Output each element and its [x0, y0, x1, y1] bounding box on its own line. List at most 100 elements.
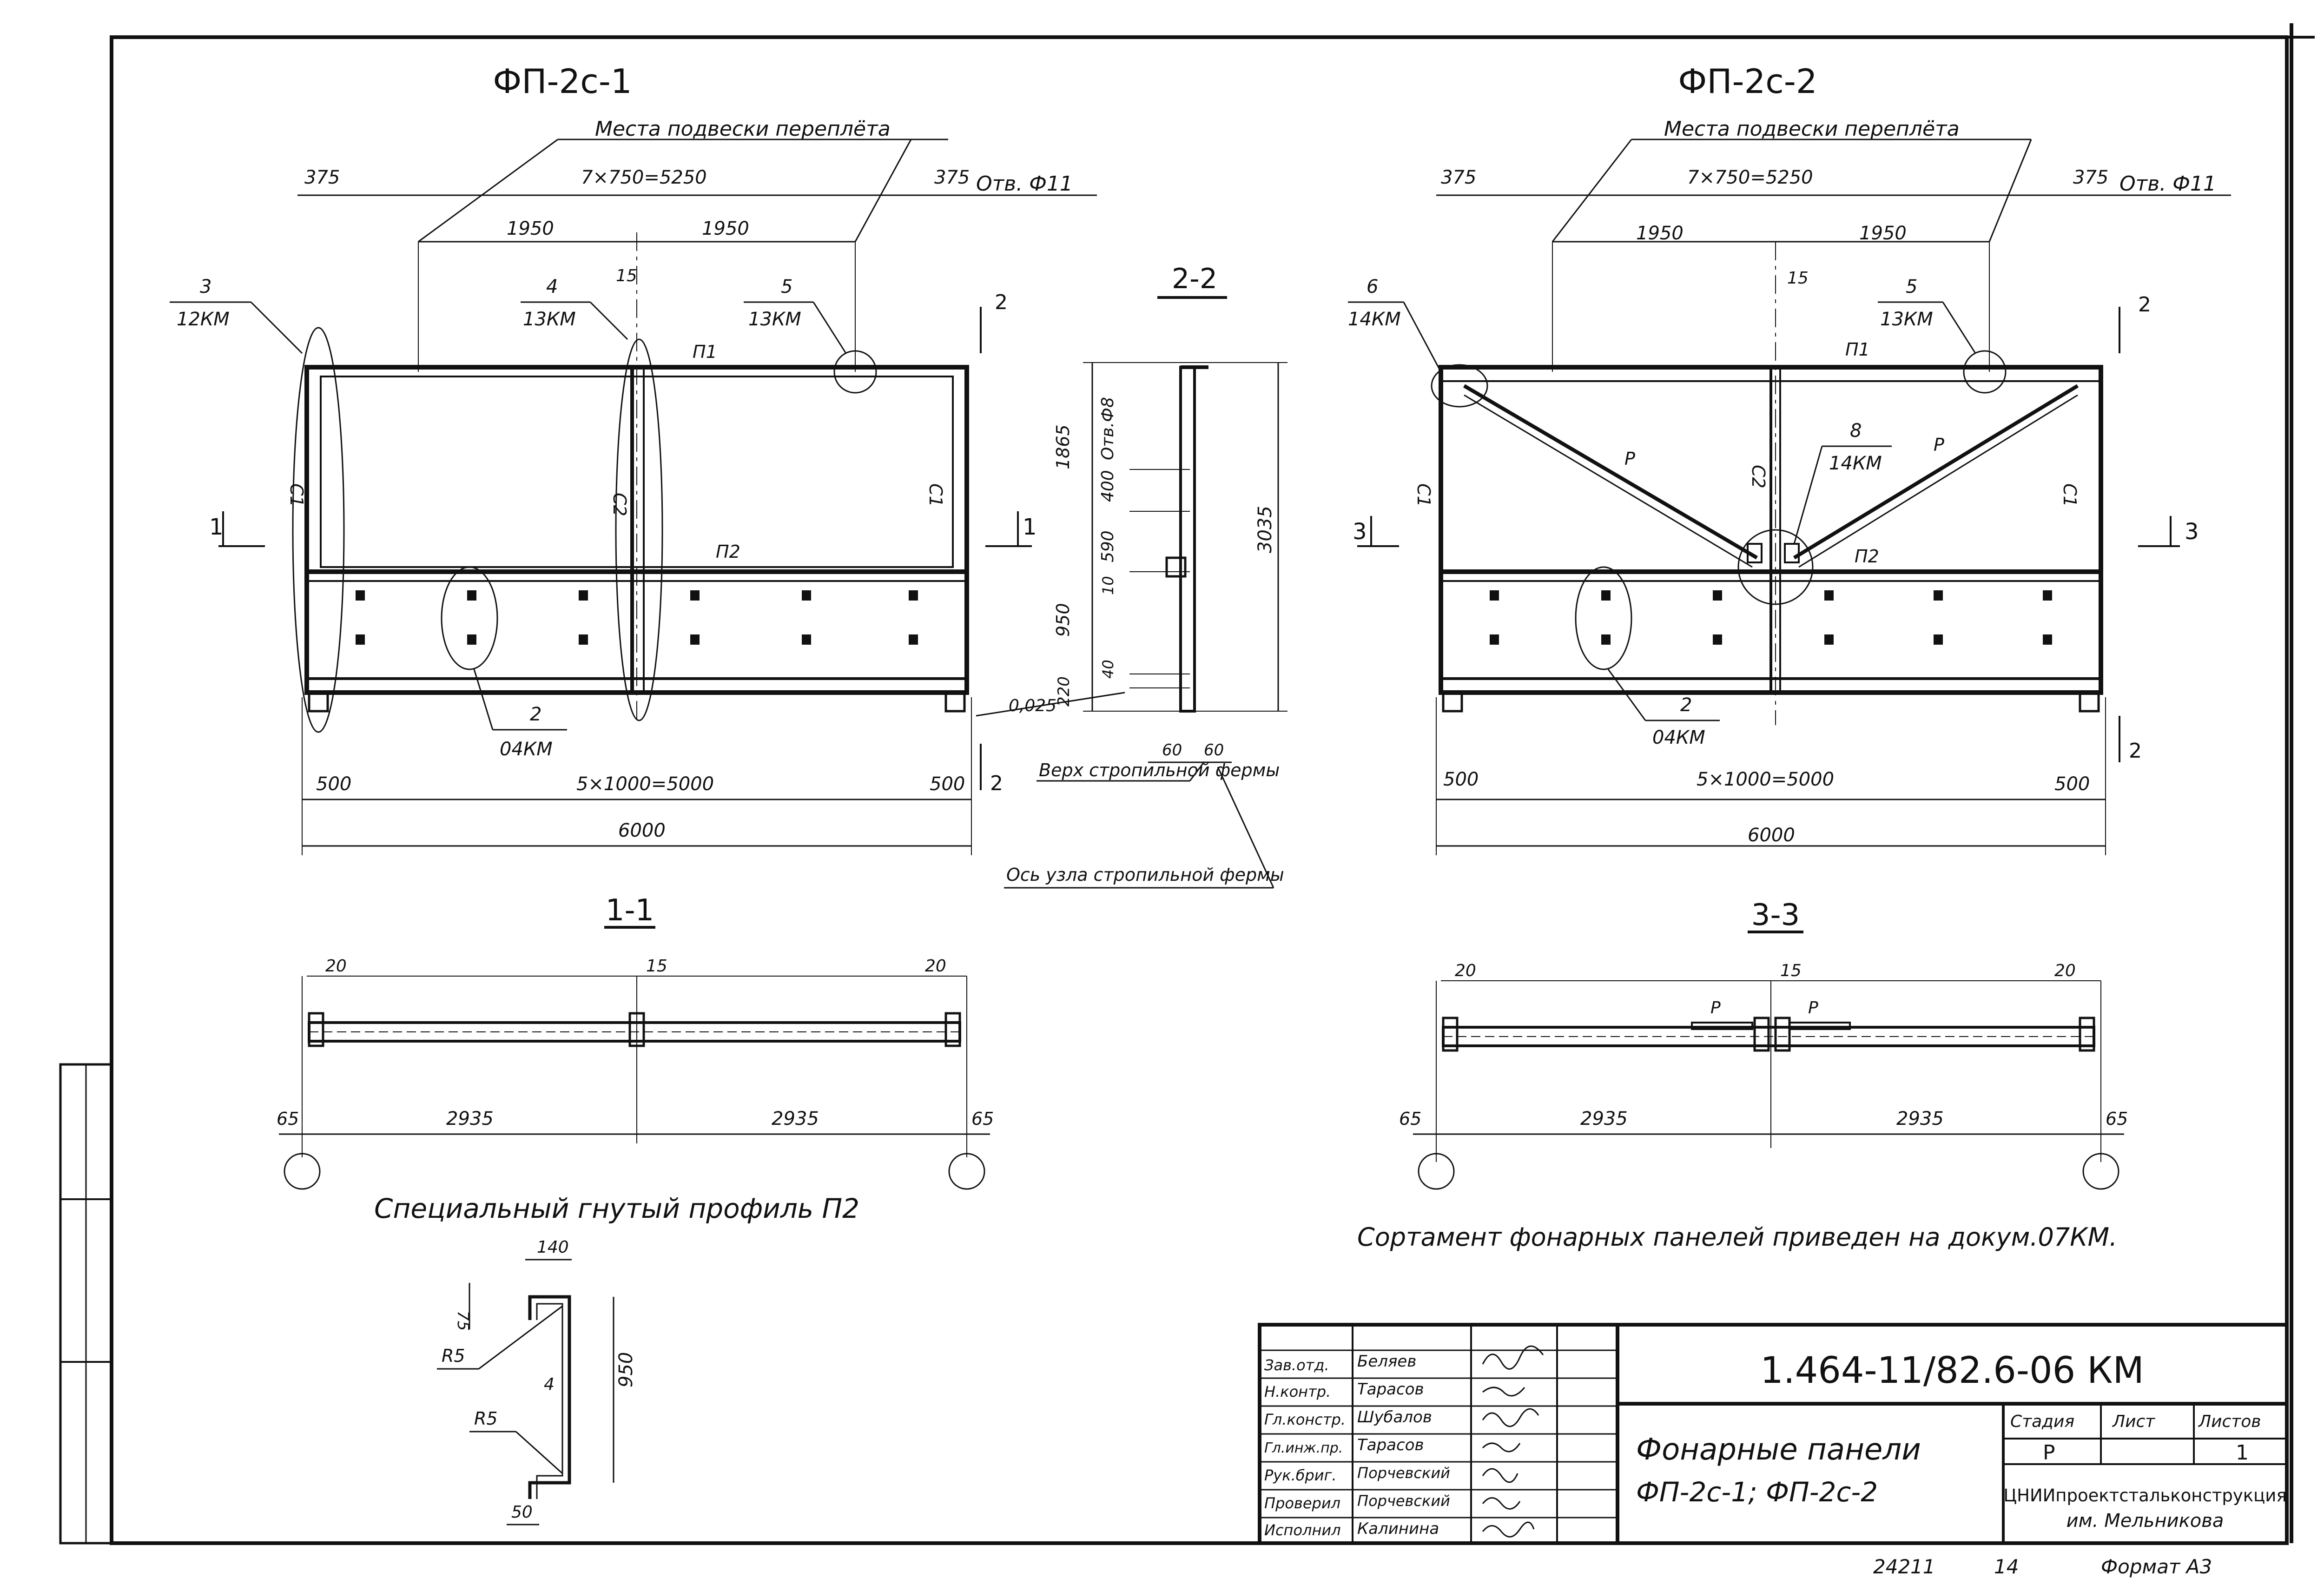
tb-title-line1: Фонарные панели	[1636, 1433, 1921, 1467]
view2-dim-bottom-right: 500	[2054, 773, 2090, 795]
signatures	[1482, 1345, 1544, 1538]
tb-doc-code: 1.464-11/82.6-06 КМ	[1760, 1350, 2144, 1392]
view2-callout-8-ref: 14КМ	[1829, 453, 1882, 474]
sheet-border	[110, 35, 2289, 1545]
profile-dim-width: 140	[537, 1238, 569, 1257]
section22-dim-slope: 0,025	[1009, 696, 1056, 715]
view1-section-mark-bottom: 2	[990, 772, 1003, 795]
view1-callout-4-ref: 13КМ	[523, 309, 576, 330]
tb-name-0: Беляев	[1357, 1352, 1416, 1371]
section22-note-truss-axis: Ось узла стропильной фермы	[1006, 865, 1284, 885]
view2-dim-half-left: 1950	[1636, 223, 1684, 244]
tb-name-1: Тарасов	[1357, 1380, 1424, 1399]
view2-callout-5-num: 5	[1906, 276, 1917, 297]
tb-title-line2: ФП-2с-1; ФП-2с-2	[1636, 1476, 1878, 1508]
tb-name-4: Порчевский	[1357, 1464, 1450, 1482]
view2-hole-note: Отв. Ф11	[2119, 172, 2216, 196]
view1-label-right: С1	[925, 483, 946, 507]
view2-section-mark-right: 3	[2185, 519, 2199, 545]
view1-title: ФП-2с-1	[493, 62, 632, 101]
side-stamp	[59, 1063, 113, 1545]
view2-callout-6-ref: 14КМ	[1348, 309, 1401, 330]
view2-dim-right-edge: 375	[2073, 167, 2108, 188]
section11-dim-b: 15	[646, 957, 667, 976]
section33-brace-left: Р	[1710, 998, 1721, 1017]
view1-callout-2-num: 2	[530, 704, 541, 725]
section-1-1: 1-1 20 15 20 65 2935 2935 65	[277, 893, 994, 1190]
view1-callout-5-ref: 13КМ	[748, 309, 801, 330]
section22-dim-mid: 590	[1098, 530, 1117, 562]
view1-bolt-holes	[356, 590, 918, 645]
view1-label-center: С2	[609, 493, 630, 516]
view1-dim-half-left: 1950	[507, 218, 554, 239]
view1-dim-bottom-left: 500	[316, 773, 351, 795]
view2-title: ФП-2с-2	[1678, 62, 1817, 101]
footer-inv: 24211	[1873, 1555, 1935, 1578]
view1-callout-4-num: 4	[546, 276, 558, 297]
view1-callout-2-ref: 04КМ	[500, 739, 553, 760]
view2-label-center: С2	[1748, 465, 1769, 489]
section22-dim-upper: 1865	[1053, 424, 1073, 469]
view1-callout-3-ref: 12КМ	[177, 309, 230, 330]
view1-dim-right-edge: 375	[934, 167, 970, 188]
section22-dim-ten: 10	[1099, 576, 1117, 595]
view2-callout-2-num: 2	[1680, 694, 1692, 716]
tb-role-0: Зав.отд.	[1264, 1356, 1329, 1374]
tb-role-2: Гл.констр.	[1264, 1411, 1346, 1428]
view1-section-mark-top: 2	[995, 291, 1008, 314]
section33-brace-right: Р	[1808, 998, 1818, 1017]
view2-label-middle: П2	[1855, 546, 1879, 567]
view1-frame	[304, 365, 969, 695]
tb-name-2: Шубалов	[1357, 1408, 1432, 1426]
section11-dim-span2: 2935	[772, 1108, 819, 1129]
section22-dim-holes: 400	[1098, 470, 1117, 502]
view2-dim-top-span: 7×750=5250	[1687, 167, 1813, 188]
profile-dim-height: 950	[615, 1352, 637, 1387]
view2-dim-bottom-left: 500	[1443, 769, 1479, 790]
tb-name-3: Тарасов	[1357, 1436, 1424, 1454]
view1-label-top: П1	[693, 342, 717, 362]
section33-dim-b: 15	[1780, 961, 1802, 980]
profile-r2: R5	[474, 1408, 498, 1429]
section33-dim-right: 65	[2106, 1109, 2128, 1129]
view1-callout-3-num: 3	[200, 276, 211, 297]
section11-dim-left: 65	[277, 1109, 299, 1129]
section22-dim-w2: 60	[1204, 741, 1224, 759]
view2-label-brace-right: Р	[1934, 435, 1944, 455]
tb-role-3: Гл.инж.пр.	[1264, 1440, 1343, 1456]
view1-section-mark-right: 1	[1023, 514, 1037, 540]
view1-dim-web: 15	[616, 266, 637, 285]
view1-dim-overall: 6000	[618, 820, 666, 841]
profile-dim-thickness: 4	[544, 1375, 555, 1394]
title-block: Зав.отд. Беляев Н.контр. Тарасов Гл.конс…	[1258, 1323, 2289, 1545]
profile-r1: R5	[442, 1346, 465, 1366]
tb-role-4: Рук.бриг.	[1264, 1466, 1337, 1484]
section22-dim-lower: 950	[1053, 603, 1073, 637]
section11-dim-a: 20	[325, 957, 347, 976]
view2-dim-overall: 6000	[1748, 825, 1795, 846]
section22-dim-w1: 60	[1162, 741, 1182, 759]
view2-label-left: С1	[1413, 483, 1434, 507]
section33-dim-span2: 2935	[1896, 1108, 1944, 1129]
section-3-3: 3-3 20 15 20 Р Р 65 2935 2935 65	[1399, 898, 2128, 1190]
tb-stage: Р	[2043, 1441, 2055, 1465]
footer-format: Формат А3	[2101, 1555, 2212, 1578]
view1-callout-5-num: 5	[781, 276, 792, 297]
section33-dim-c: 20	[2054, 961, 2076, 980]
view2-callout-6-num: 6	[1367, 276, 1378, 297]
section33-dim-a: 20	[1455, 961, 1476, 980]
tb-name-5: Порчевский	[1357, 1492, 1450, 1510]
view2-label-right: С1	[2060, 483, 2080, 507]
section33-title: 3-3	[1751, 898, 1800, 932]
view1-hanger-note: Места подвески переплёта	[595, 117, 891, 141]
tb-role-6: Исполнил	[1264, 1521, 1341, 1539]
view2-label-top: П1	[1845, 339, 1870, 360]
tb-sheets: 1	[2236, 1441, 2249, 1465]
tb-sheets-label: Листов	[2198, 1412, 2261, 1431]
panel-view-1: ФП-2с-1 Места подвески переплёта Отв. Ф1…	[170, 62, 1097, 855]
section22-dim-forty: 40	[1099, 660, 1117, 679]
view2-hanger-note: Места подвески переплёта	[1664, 117, 1960, 141]
view2-section-mark-bottom: 2	[2129, 739, 2142, 763]
tb-org-line2: им. Мельникова	[2067, 1510, 2224, 1532]
